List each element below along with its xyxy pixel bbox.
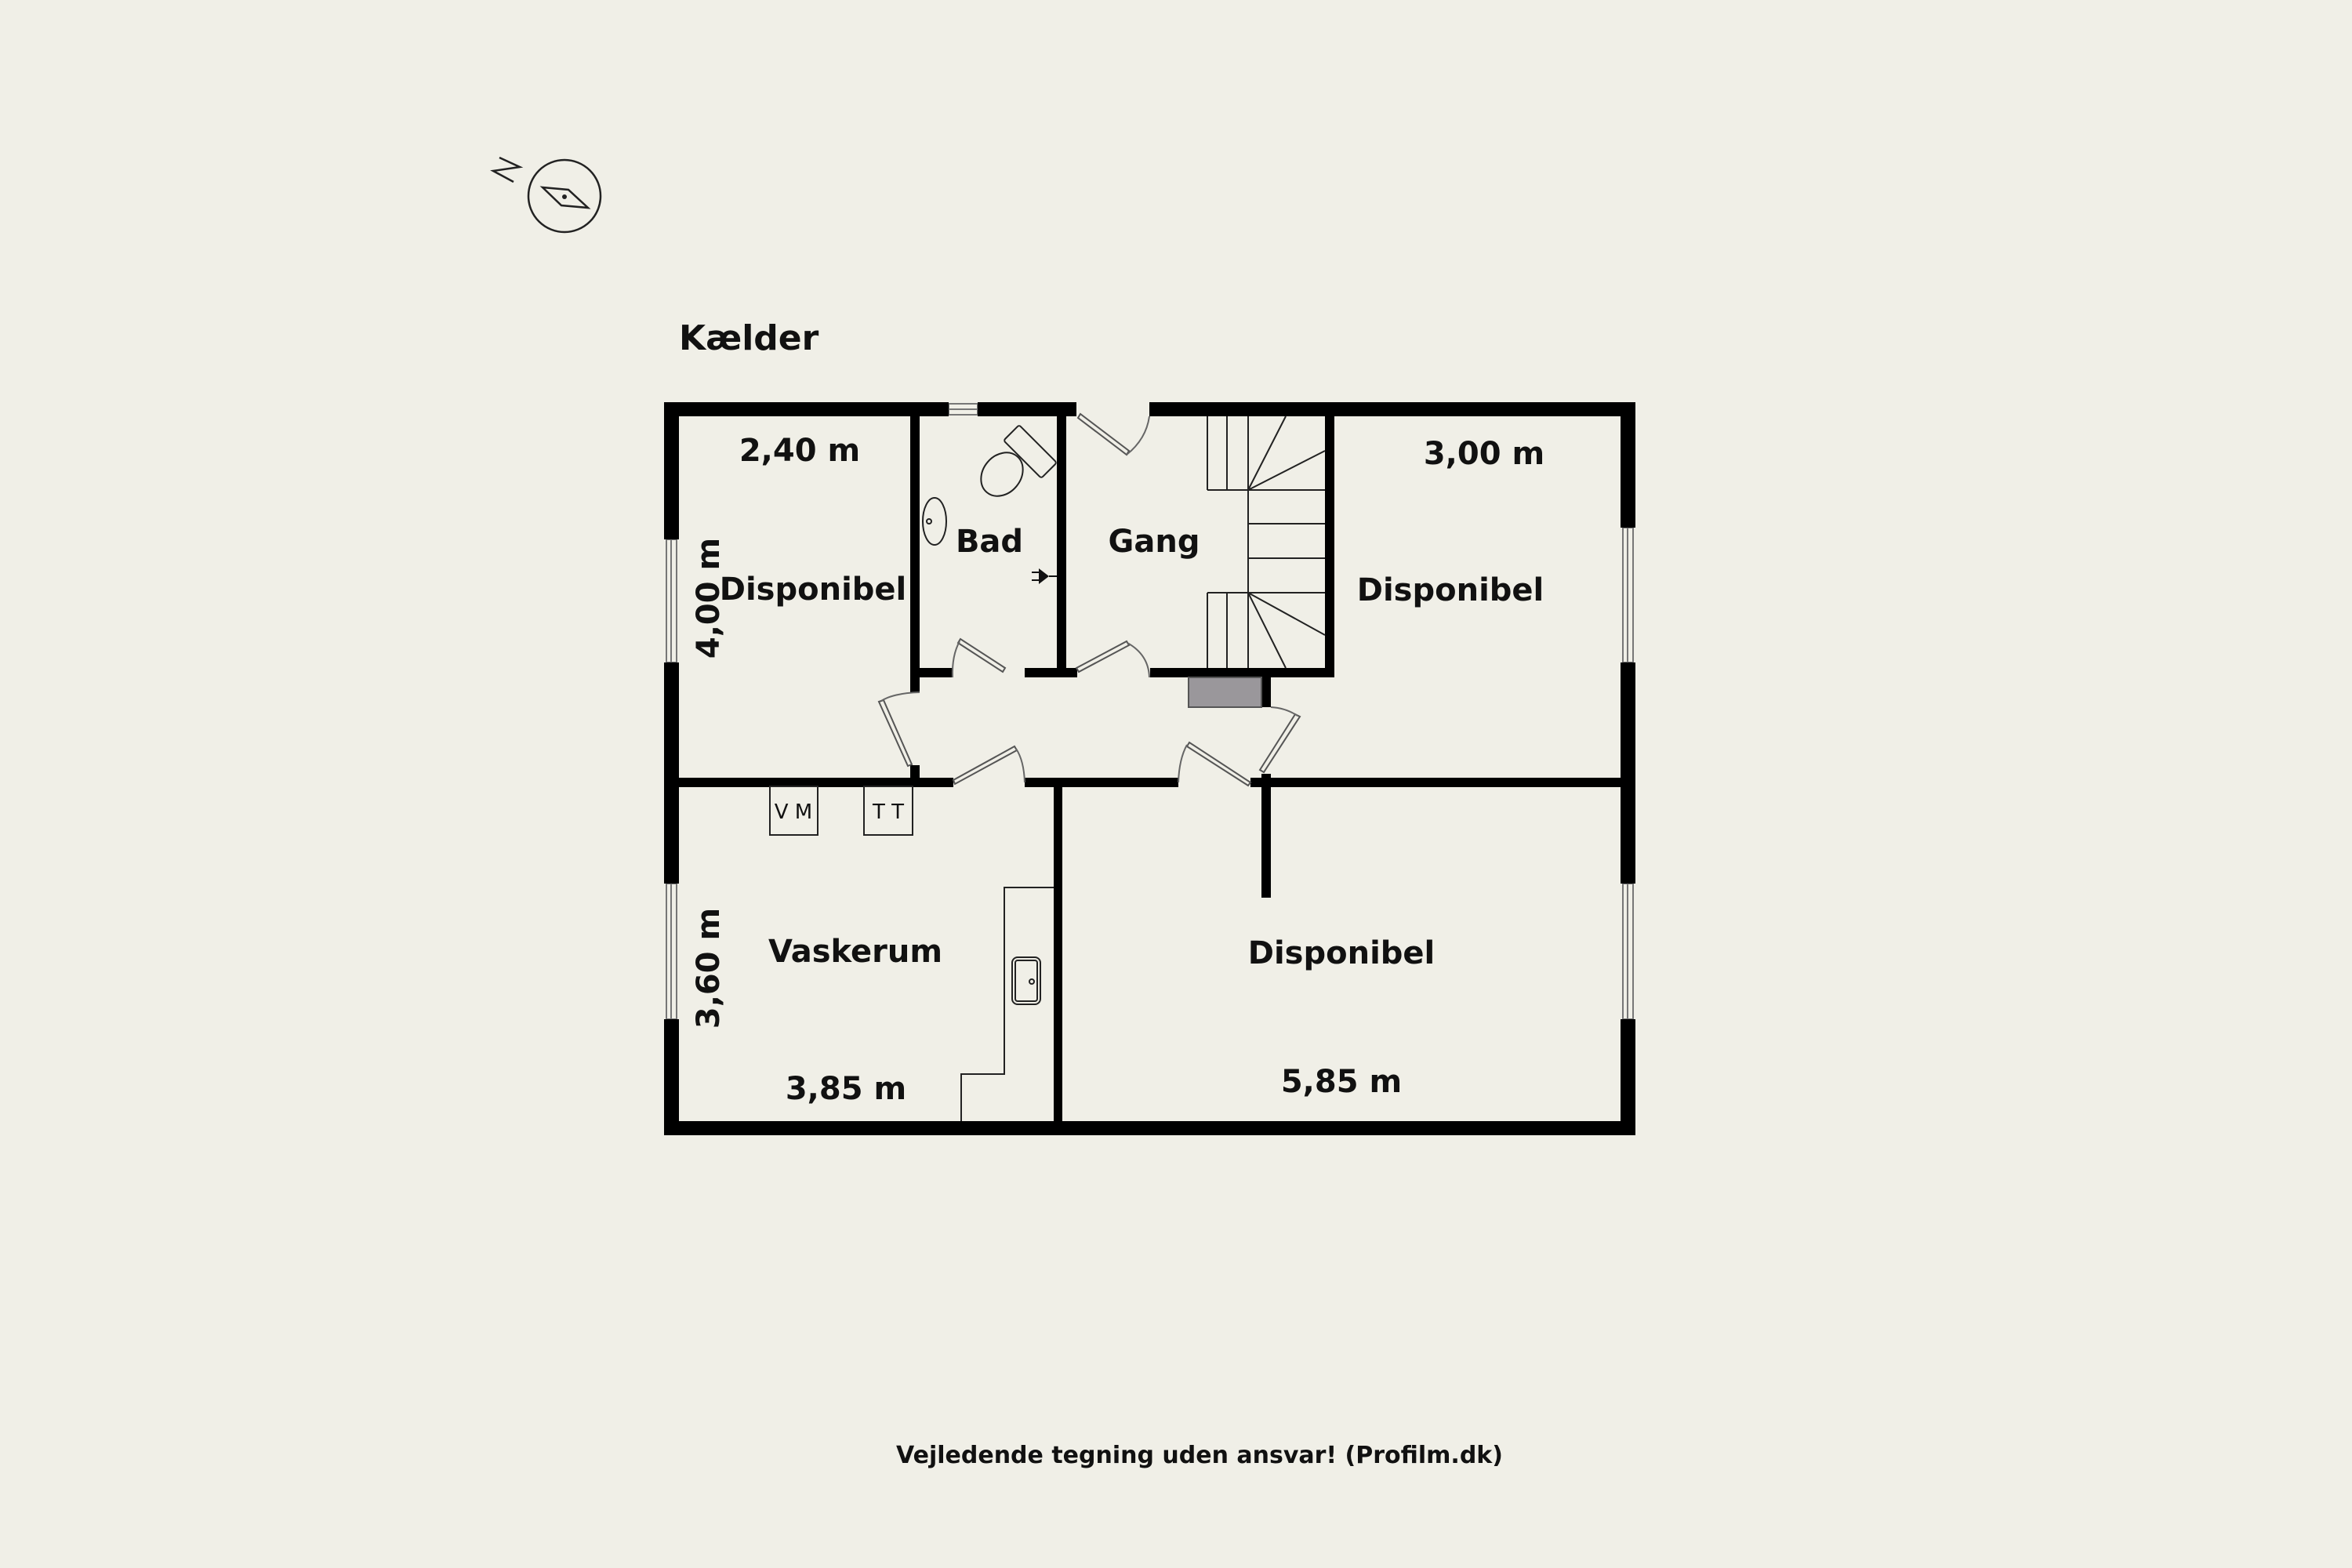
door-disponibel-lower[interactable]	[1178, 741, 1252, 787]
door-gang[interactable]	[1075, 640, 1150, 678]
sink-icon	[922, 497, 947, 546]
room-label-bad: Bad	[956, 524, 1023, 560]
room-label-disponibel-1: Disponibel	[720, 572, 907, 608]
floor-drain-icon	[1032, 568, 1057, 584]
dim-disponibel-3-width: 5,85 m	[1281, 1064, 1402, 1100]
door-disponibel-left[interactable]	[877, 691, 920, 768]
dim-disponibel-2-width: 3,00 m	[1424, 436, 1544, 472]
floor-title: Kælder	[679, 318, 819, 358]
room-label-disponibel-3: Disponibel	[1248, 935, 1436, 971]
door-vaskerum[interactable]	[952, 745, 1025, 786]
room-label-disponibel-2: Disponibel	[1357, 572, 1544, 608]
door-disponibel-right[interactable]	[1258, 706, 1301, 774]
counter	[960, 887, 1054, 1121]
room-label-gang: Gang	[1109, 524, 1200, 560]
compass-icon: N	[490, 156, 602, 234]
room-label-vaskerum: Vaskerum	[768, 934, 942, 970]
dim-disponibel-1-height: 4,00 m	[691, 538, 727, 659]
washing-machine: V M	[769, 786, 818, 836]
dim-disponibel-1-width: 2,40 m	[739, 433, 860, 469]
door-gang-exterior[interactable]	[1076, 412, 1150, 456]
door-bad[interactable]	[951, 637, 1007, 678]
svg-text:T T: T T	[872, 800, 904, 824]
tumble-dryer: T T	[863, 786, 913, 836]
svg-text:V M: V M	[775, 800, 812, 824]
walls	[664, 402, 1635, 1135]
chimney	[1188, 677, 1262, 708]
dim-vaskerum-height: 3,60 m	[691, 908, 727, 1029]
staircase	[1207, 416, 1326, 669]
doors[interactable]	[877, 412, 1301, 787]
toilet-icon	[980, 425, 1057, 497]
disclaimer: Vejledende tegning uden ansvar! (Profilm…	[896, 1442, 1503, 1469]
dim-vaskerum-width: 3,85 m	[786, 1071, 906, 1107]
windows	[666, 403, 1634, 1020]
